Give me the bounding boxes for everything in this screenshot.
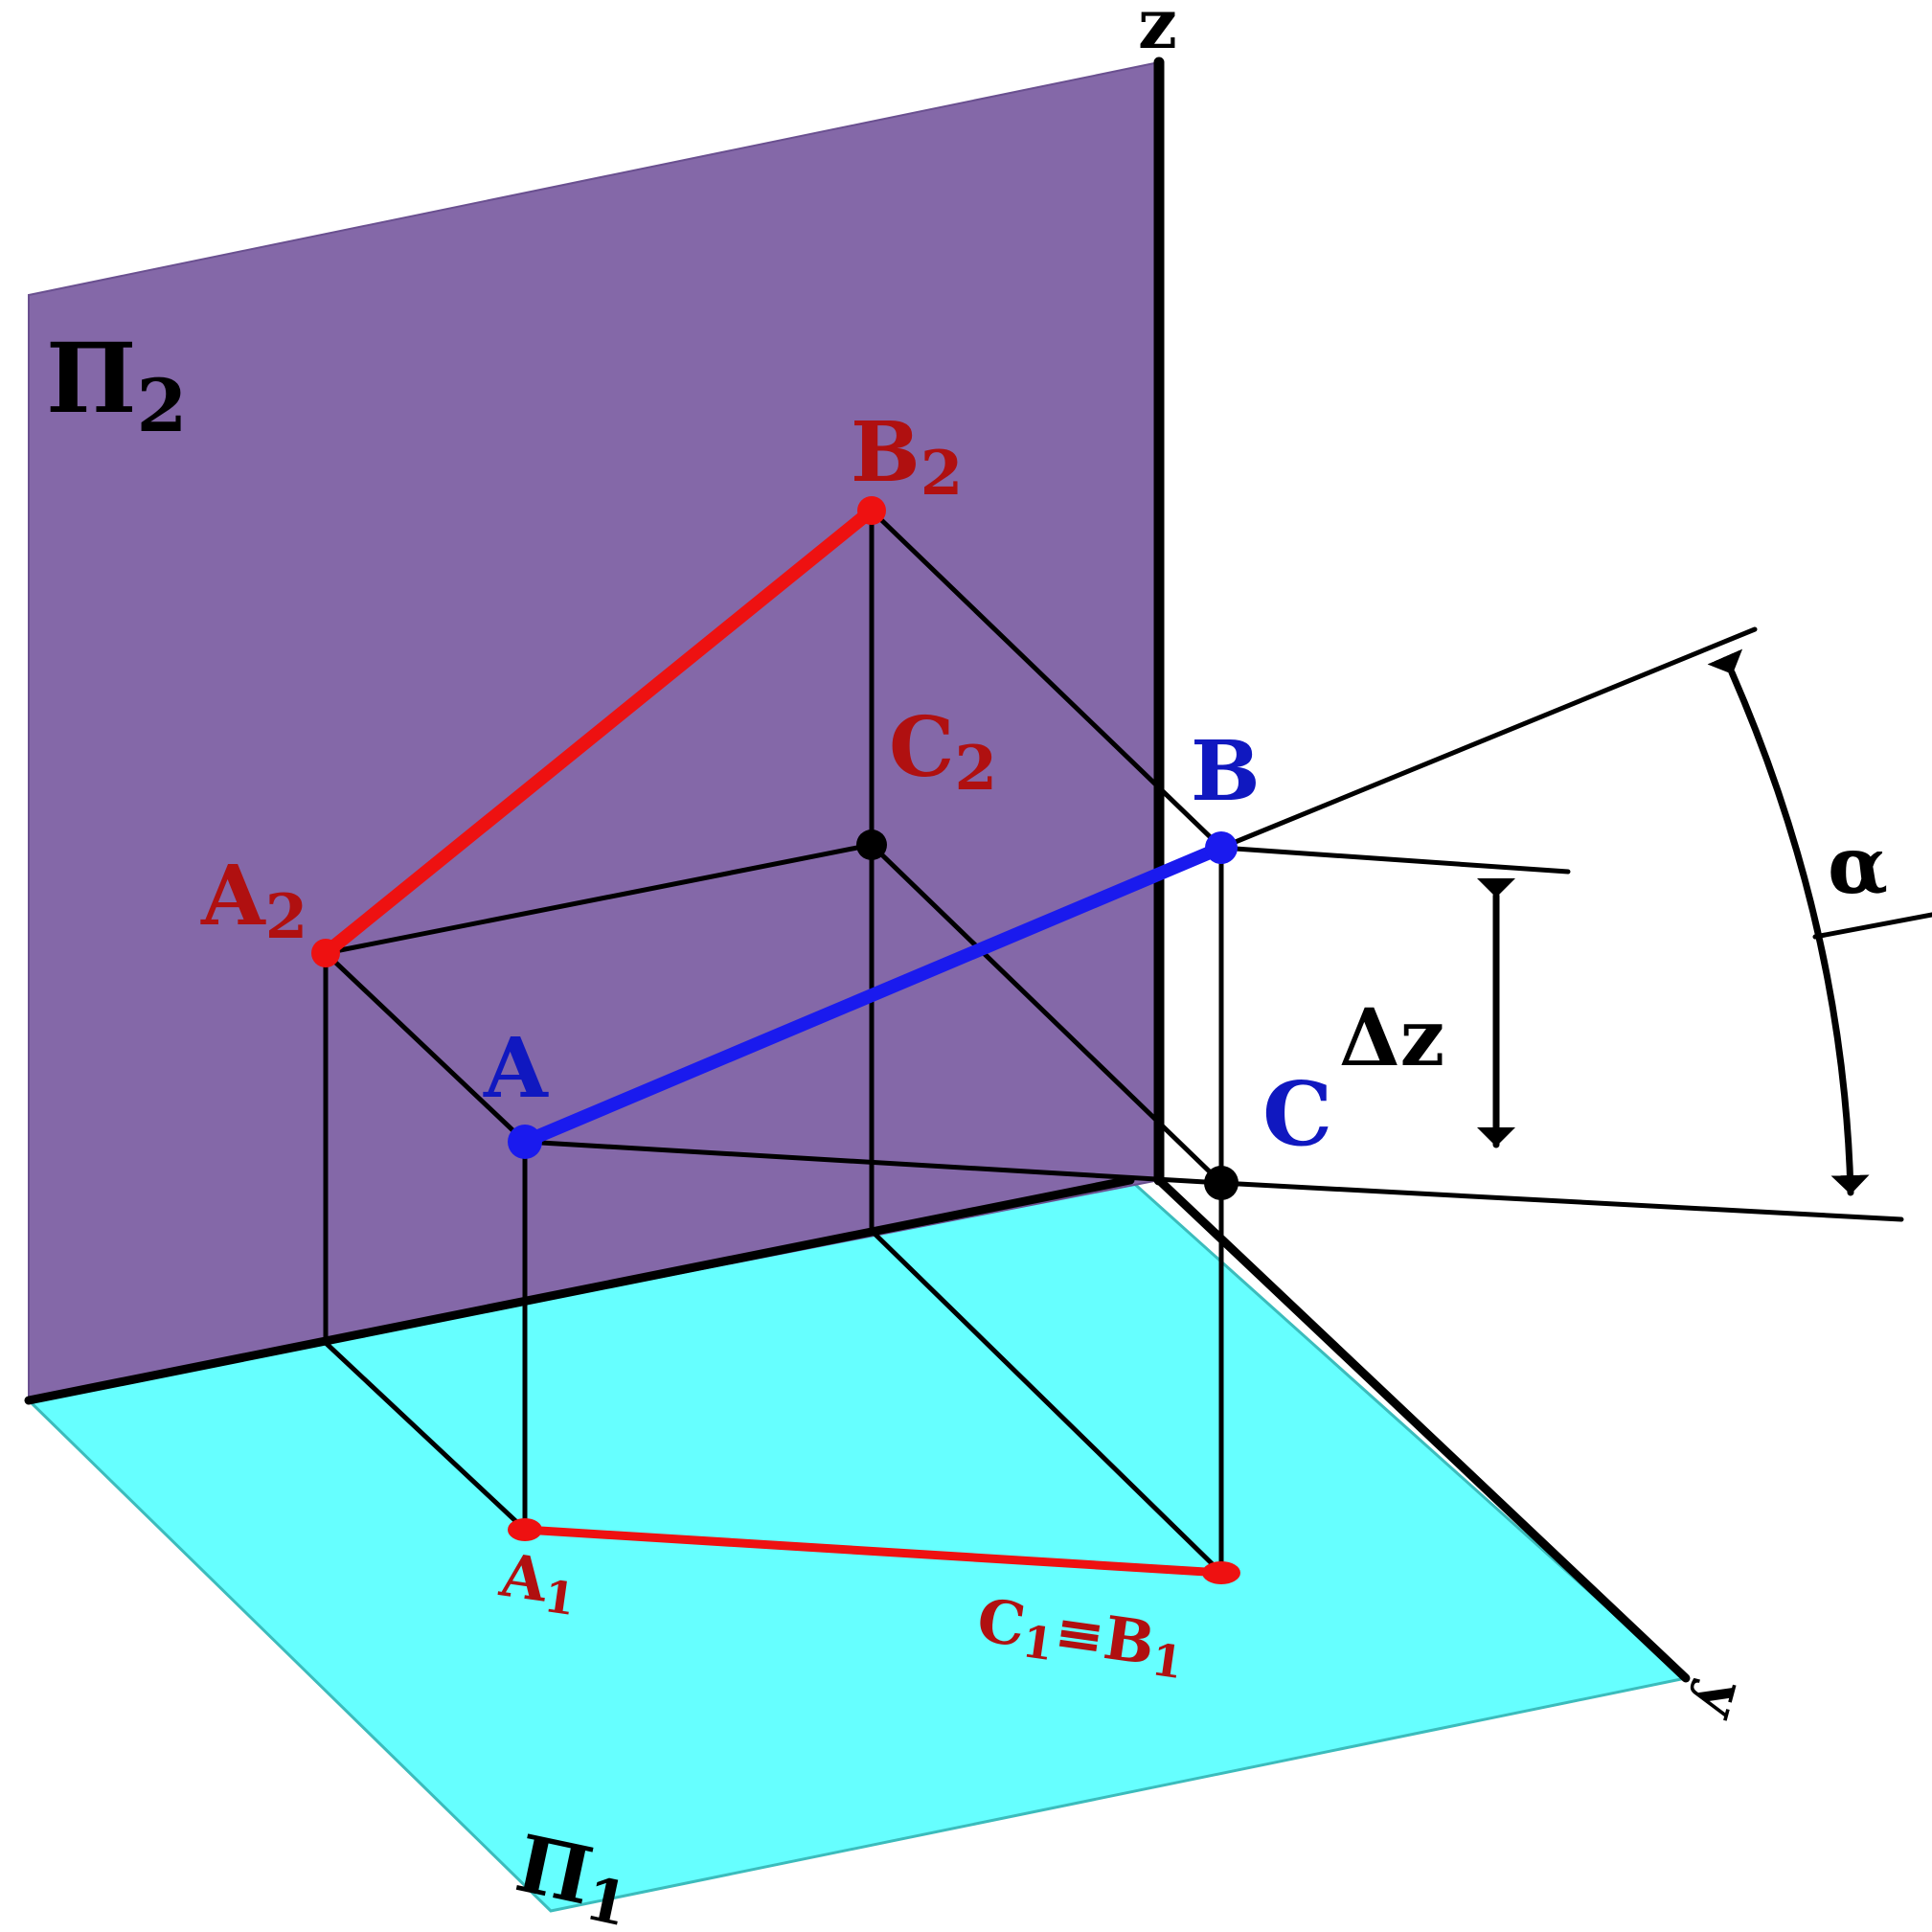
segment-ab	[518, 841, 1228, 1148]
point-c2-label: C2	[889, 699, 997, 805]
point-c	[1204, 1166, 1239, 1200]
z-axis-label: z	[1138, 0, 1177, 64]
x-axis	[24, 1175, 1135, 1405]
y-axis-label: y	[1683, 1673, 1761, 1728]
point-a1-label: A1	[494, 1539, 581, 1625]
construction-lines	[323, 508, 1932, 1576]
point-b-label: B	[1191, 723, 1261, 820]
alpha-label: α	[1828, 820, 1888, 912]
point-a2	[311, 939, 340, 967]
alpha-angle-arc	[1707, 648, 1870, 1196]
point-b2-label: B2	[851, 404, 963, 510]
point-c1-b1-label: C1≡B1	[972, 1585, 1190, 1690]
y-axis	[1154, 1175, 1691, 1683]
frontal-plane-label: Π2	[46, 322, 187, 448]
point-a-label: A	[483, 1020, 549, 1117]
delta-z-label: Δz	[1339, 992, 1444, 1084]
horizontal-plane-label: Π1	[507, 1818, 641, 1932]
point-a2-label: A2	[200, 848, 307, 953]
point-b	[1205, 831, 1238, 864]
point-a	[508, 1125, 542, 1159]
frontal-projection-segment	[319, 504, 878, 960]
point-b2	[857, 496, 886, 525]
horizontal-projection-segment	[520, 1525, 1226, 1578]
point-c-label: C	[1262, 1062, 1332, 1166]
point-c2	[856, 830, 887, 860]
point-a1	[508, 1518, 542, 1541]
point-c1-b1	[1202, 1561, 1240, 1584]
